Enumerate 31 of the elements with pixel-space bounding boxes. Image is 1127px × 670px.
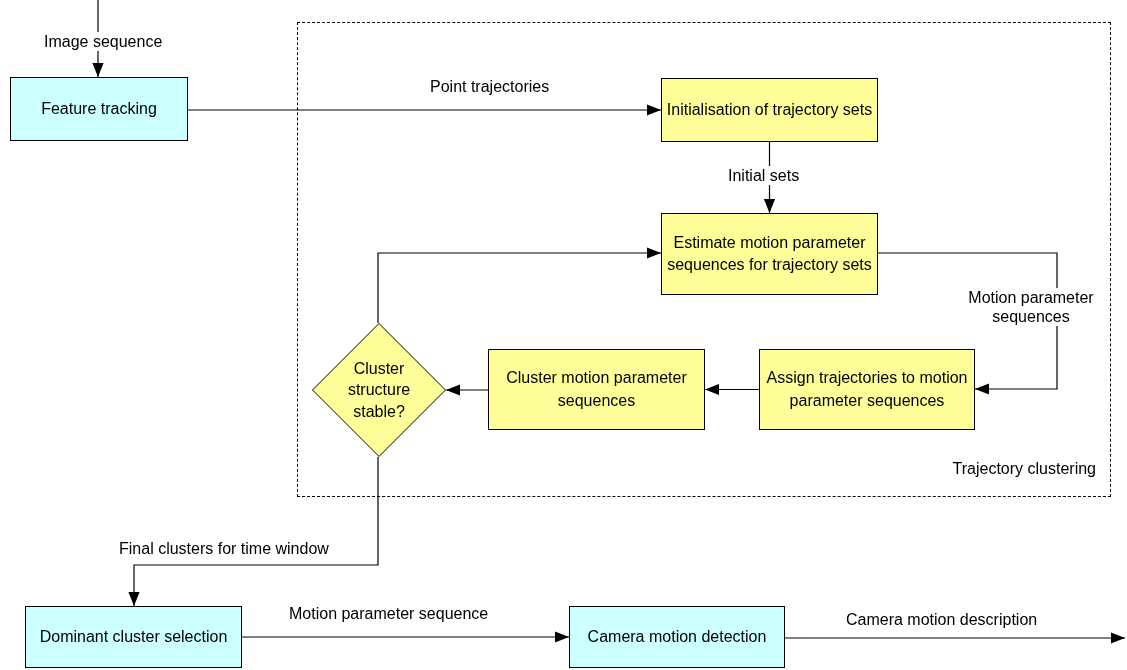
- edge-label: Initial sets: [726, 166, 802, 186]
- box-label: Cluster motion parameter sequences: [505, 368, 688, 411]
- edge-label: Camera motion description: [844, 610, 1040, 630]
- arrow: [187, 104, 662, 116]
- process-box: [759, 349, 975, 430]
- edge-label: Point trajectories: [428, 77, 552, 97]
- arrow: [445, 384, 489, 396]
- process-box: [661, 78, 878, 142]
- edge-label: Image sequence: [42, 32, 165, 52]
- arrow: [377, 247, 662, 324]
- arrow: [128, 456, 379, 607]
- arrow: [704, 383, 760, 396]
- process-box: [569, 606, 785, 668]
- decision-label: Cluster structure stable?: [346, 358, 412, 422]
- box-label: Dominant cluster selection: [39, 626, 228, 647]
- group-frame: [297, 22, 1111, 497]
- process-box: [10, 77, 188, 141]
- arrow: [784, 632, 1126, 644]
- box-label: Estimate motion parameter sequences for trajectory sets: [666, 232, 873, 275]
- box-label: Feature tracking: [41, 98, 157, 119]
- edge-label: Motion parameter sequence: [287, 604, 491, 624]
- process-box: [488, 349, 705, 430]
- group-label: Trajectory clustering: [952, 458, 1096, 479]
- arrow: [877, 252, 1058, 395]
- box-label: Assign trajectories to motion parameter sequences: [765, 368, 969, 411]
- box-label: Initialisation of trajectory sets: [666, 99, 873, 120]
- arrow: [241, 631, 570, 643]
- process-box: [661, 213, 878, 295]
- box-label: Camera motion detection: [587, 626, 767, 647]
- decision-diamond: [312, 323, 446, 457]
- process-box: [25, 606, 242, 668]
